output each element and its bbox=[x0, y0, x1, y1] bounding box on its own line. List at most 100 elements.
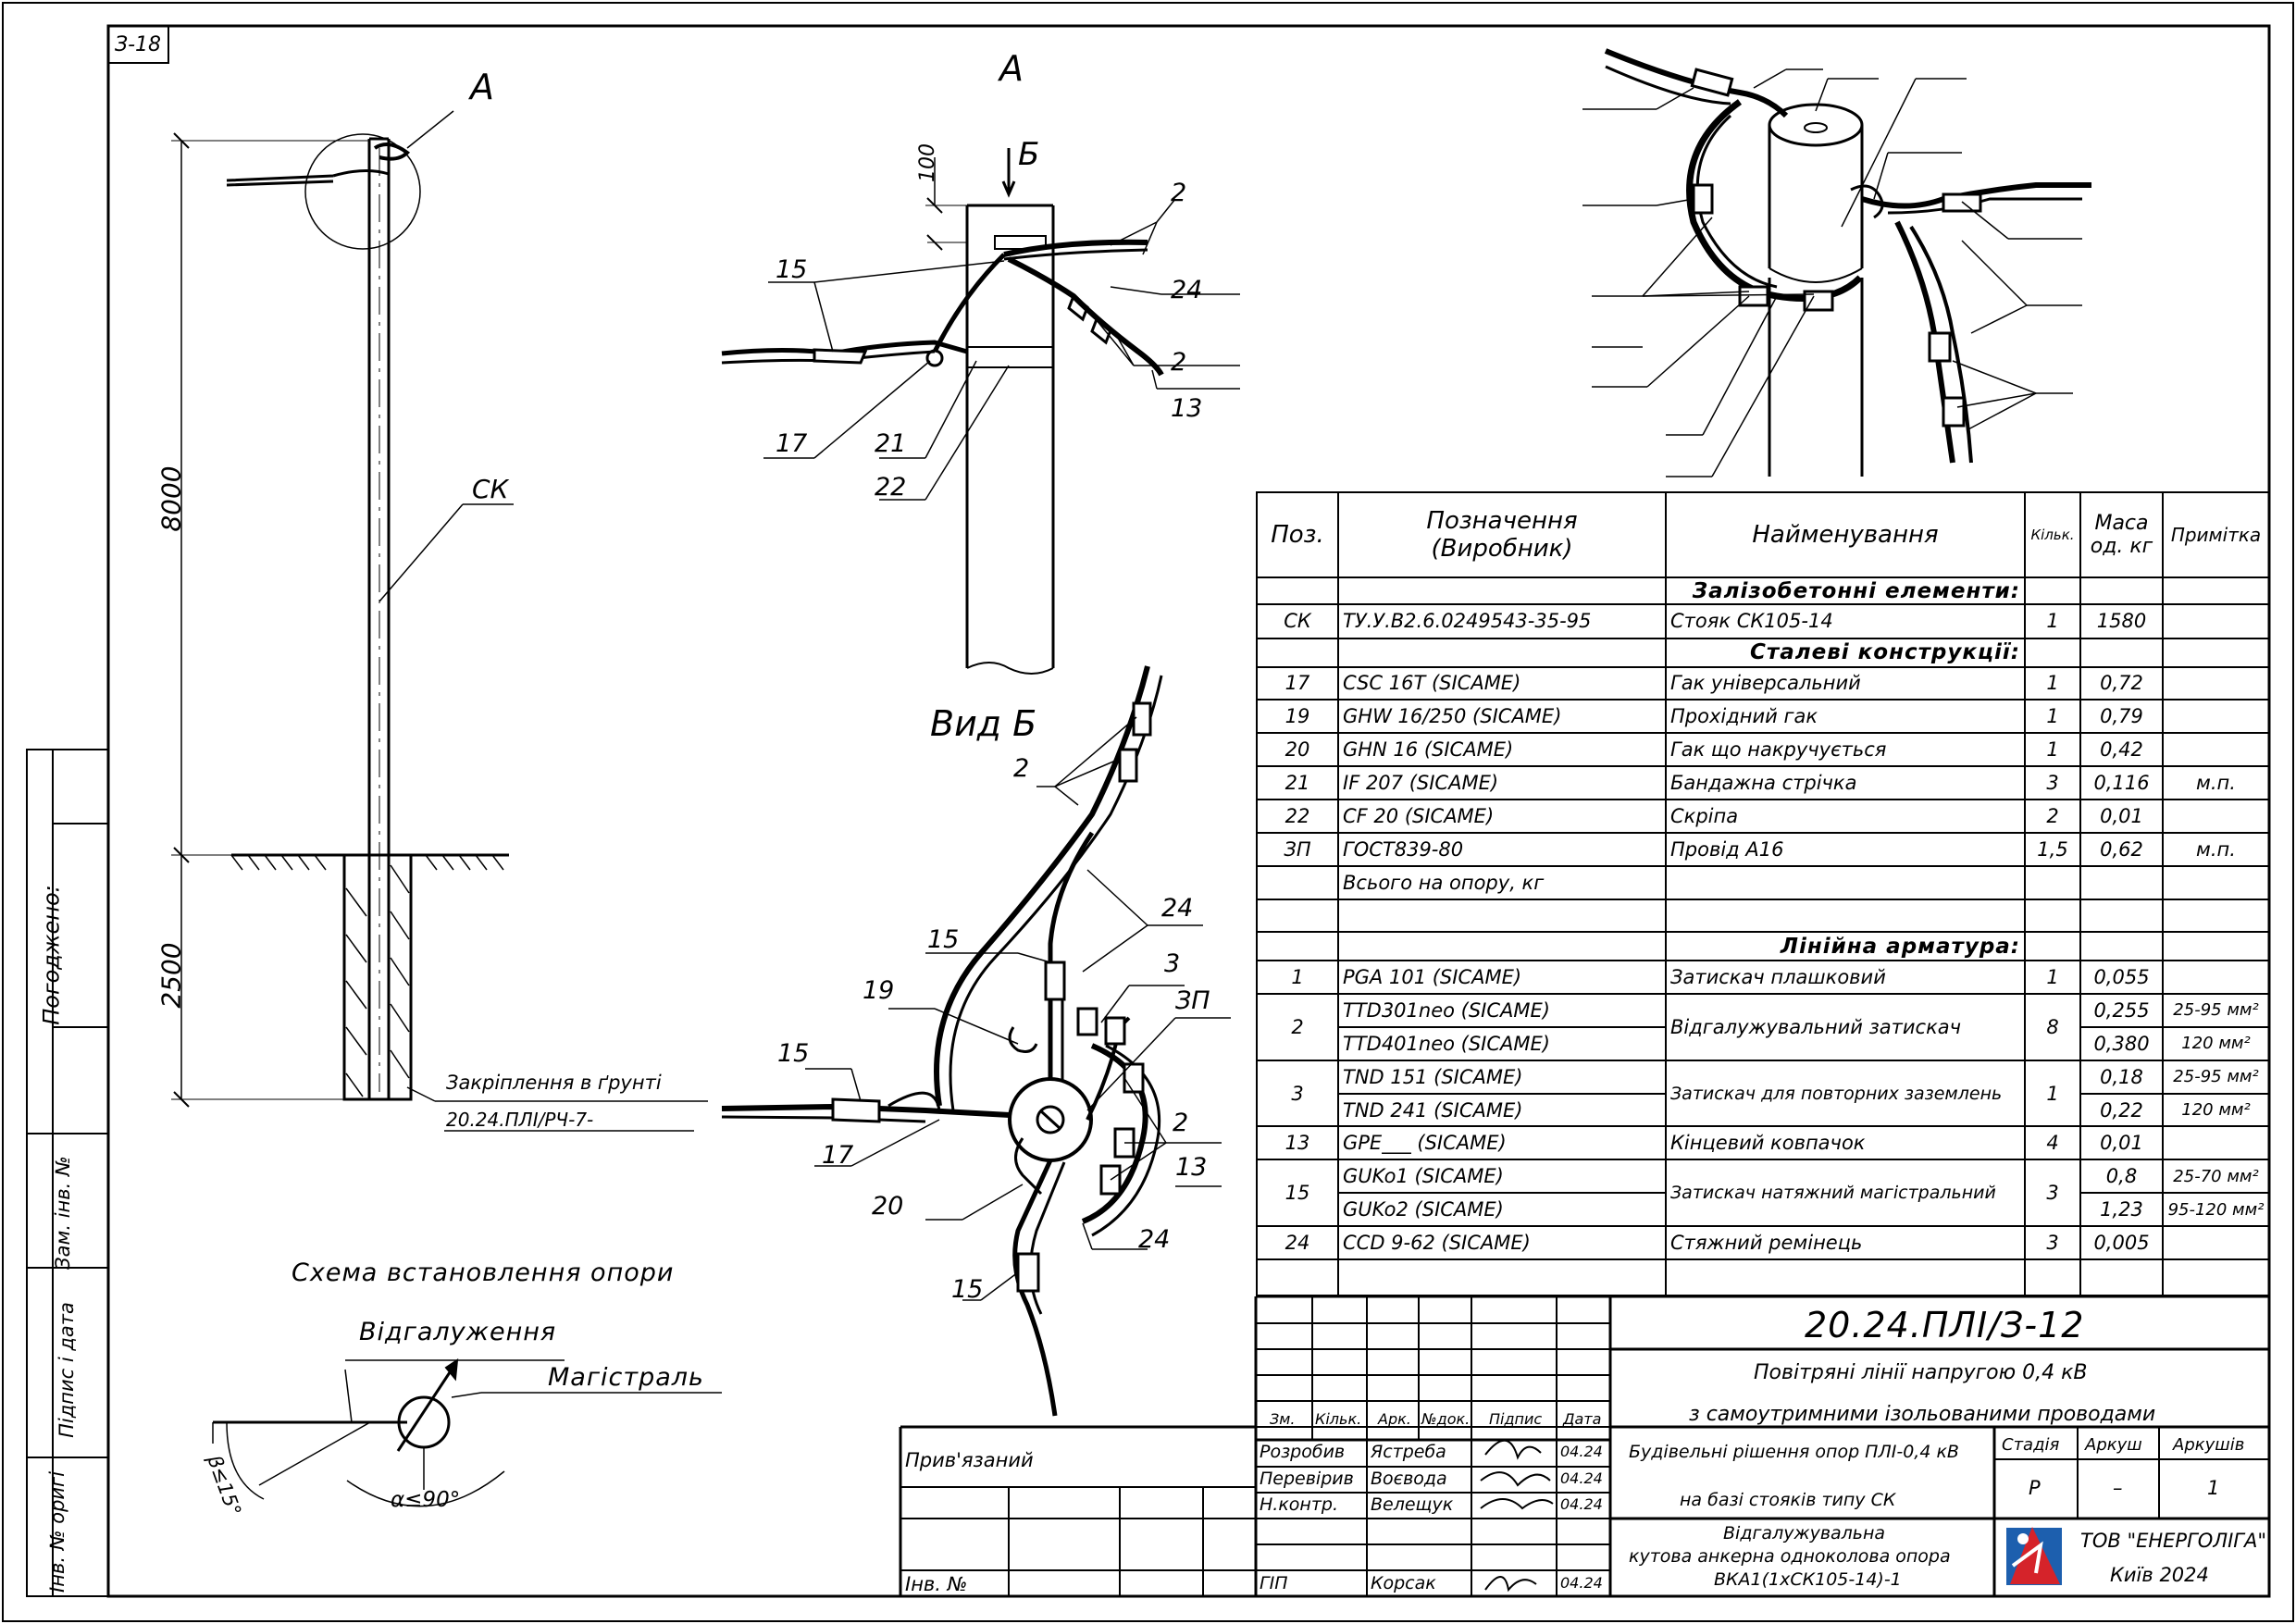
detail-a-dim-100: 100 bbox=[916, 143, 939, 182]
side-replace-inv-label: Зам. інв. № bbox=[51, 1156, 74, 1270]
date-norm-control: 04.24 bbox=[1560, 1495, 1603, 1513]
scheme-main-label: Магістраль bbox=[548, 1363, 704, 1392]
detail-a-view bbox=[721, 148, 1240, 675]
view-b-label-2b: 2 bbox=[1173, 1109, 1189, 1137]
corner-code: З-18 bbox=[115, 33, 162, 56]
side-inv-orig-label: Інв. № оригі bbox=[45, 1471, 68, 1593]
spec-row-total: Всього на опору, кг bbox=[1256, 864, 2270, 900]
scheme-alpha-label: α≤90° bbox=[391, 1488, 461, 1512]
sheet-header: Аркуш bbox=[2085, 1435, 2142, 1455]
drawing-name-2: кутова анкерна одноколова опора bbox=[1629, 1546, 1951, 1567]
date-gip: 04.24 bbox=[1560, 1574, 1603, 1592]
pole-depth-dim: 2500 bbox=[155, 942, 187, 1009]
drawing-code: 20.24.ПЛІ/З-12 bbox=[1805, 1305, 2085, 1345]
installation-scheme bbox=[212, 1357, 722, 1507]
scheme-branch-label: Відгалуження bbox=[359, 1318, 557, 1346]
title-line-2: з самоутримними ізольованими проводами bbox=[1689, 1403, 2156, 1426]
pole-label-sk: СК bbox=[472, 474, 509, 504]
role-norm-control: Н.контр. bbox=[1260, 1494, 1339, 1515]
detail-a-label-2b: 2 bbox=[1171, 348, 1187, 377]
view-b-label-17: 17 bbox=[822, 1141, 854, 1170]
detail-a-label-13: 13 bbox=[1171, 394, 1203, 423]
role-checker: Перевірив bbox=[1260, 1469, 1354, 1489]
view-b-label-19: 19 bbox=[863, 976, 895, 1005]
view-b-label-3: 3 bbox=[1164, 949, 1181, 978]
spec-header-pos: Поз. bbox=[1256, 490, 1339, 579]
drawing-name-1: Відгалужувальна bbox=[1723, 1523, 1886, 1543]
detail-a-label-24: 24 bbox=[1171, 276, 1203, 304]
fixing-label: Закріплення в ґрунті bbox=[446, 1072, 662, 1094]
view-b-label-15b: 15 bbox=[777, 1039, 810, 1068]
fixing-ref: 20.24.ПЛІ/РЧ-7- bbox=[446, 1109, 594, 1131]
role-developer: Розробив bbox=[1260, 1442, 1346, 1462]
view-b-label-20: 20 bbox=[872, 1192, 904, 1221]
tied-label: Прив'язаний bbox=[905, 1449, 1034, 1471]
view-b-label-13: 13 bbox=[1175, 1153, 1208, 1182]
view-b-label-15a: 15 bbox=[927, 925, 960, 954]
stage-value: Р bbox=[2029, 1477, 2041, 1499]
pole-view bbox=[171, 110, 708, 1132]
col-head-kilk: Кільк. bbox=[1315, 1410, 1362, 1428]
stage-header: Стадія bbox=[2002, 1435, 2060, 1455]
side-stamp bbox=[26, 749, 109, 1597]
detail-a-label-21: 21 bbox=[875, 429, 907, 458]
name-checker: Воєвода bbox=[1371, 1469, 1447, 1489]
spec-header-qty: Кільк. bbox=[2024, 490, 2081, 579]
col-head-zm: Зм. bbox=[1270, 1410, 1296, 1428]
view-b-title: Вид Б bbox=[930, 703, 1037, 744]
detail-a-label-22: 22 bbox=[875, 473, 907, 502]
col-head-doc: №док. bbox=[1421, 1410, 1471, 1428]
project-line-2: на базі стояків типу СК bbox=[1680, 1490, 1896, 1510]
drawing-name-3: ВКА1(1хСК105-14)-1 bbox=[1714, 1569, 1902, 1590]
spec-section-steel: Сталеві конструкції: bbox=[1665, 637, 2026, 668]
sheets-header: Аркушів bbox=[2173, 1435, 2245, 1455]
view-b bbox=[721, 665, 1231, 1417]
role-gip: ГІП bbox=[1260, 1573, 1288, 1593]
detail-a-label-15: 15 bbox=[776, 255, 808, 284]
spec-table: Поз. Позначення(Виробник) Найменування К… bbox=[1256, 490, 2270, 1297]
sheets-value: 1 bbox=[2207, 1477, 2220, 1499]
view-b-label-2a: 2 bbox=[1013, 754, 1030, 783]
col-head-date: Дата bbox=[1563, 1410, 1602, 1428]
corner-code-box bbox=[107, 25, 169, 64]
scheme-title: Схема встановлення опори bbox=[292, 1258, 675, 1287]
name-developer: Ястреба bbox=[1371, 1442, 1446, 1462]
spec-header-row: Поз. Позначення(Виробник) Найменування К… bbox=[1256, 490, 2270, 579]
side-sign-date-label: Підпис і дата bbox=[55, 1302, 78, 1438]
side-agreed-label: Погоджено: bbox=[38, 885, 65, 1025]
col-head-ark: Арк. bbox=[1378, 1410, 1411, 1428]
view-b-label-15c: 15 bbox=[951, 1275, 984, 1304]
view-b-label-zp: ЗП bbox=[1175, 986, 1210, 1015]
spec-section-rc: Залізобетонні елементи: bbox=[1665, 576, 2026, 605]
sheet-value: – bbox=[2113, 1477, 2123, 1499]
detail-a-label-17: 17 bbox=[776, 429, 808, 458]
company-city: Київ 2024 bbox=[2110, 1564, 2209, 1586]
spec-header-designation: Позначення(Виробник) bbox=[1337, 490, 1667, 579]
date-developer: 04.24 bbox=[1560, 1443, 1603, 1460]
col-head-sign: Підпис bbox=[1489, 1410, 1543, 1428]
spec-section-line: Лінійна арматура: bbox=[1665, 931, 2026, 962]
detail-a-title: А bbox=[999, 48, 1024, 89]
spec-header-note: Примітка bbox=[2162, 490, 2270, 579]
detail-a-view-b-arrow: Б bbox=[1018, 136, 1040, 173]
spec-header-name: Найменування bbox=[1665, 490, 2026, 579]
date-checker: 04.24 bbox=[1560, 1469, 1603, 1487]
name-gip: Корсак bbox=[1371, 1573, 1436, 1593]
inv-label: Інв. № bbox=[905, 1573, 968, 1595]
